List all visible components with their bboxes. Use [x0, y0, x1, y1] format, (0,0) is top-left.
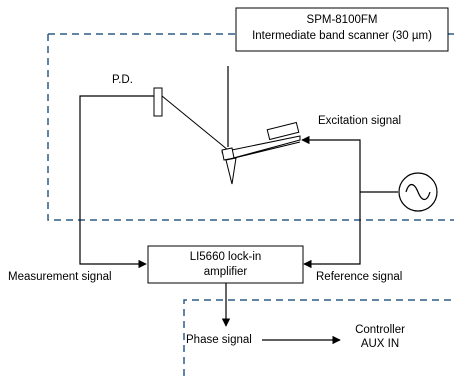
cantilever-assembly [221, 121, 301, 185]
reference-signal-label: Reference signal [316, 271, 403, 283]
sine-wave-source-icon [398, 172, 438, 212]
photodetector-label: P.D. [112, 74, 133, 86]
excitation-signal-path [301, 135, 361, 192]
reference-signal-path [303, 192, 361, 269]
measurement-signal-label: Measurement signal [8, 271, 112, 283]
scanner-box [235, 7, 449, 52]
controller-auxin-label: AUX IN [360, 338, 400, 350]
photodetector [153, 87, 163, 117]
lockin-box [147, 245, 304, 284]
controller-region-border [183, 299, 454, 376]
lockin-line1-label: LI5660 lock-in [189, 251, 262, 263]
measurement-signal-path [79, 95, 154, 269]
phase-signal-label: Phase signal [186, 334, 252, 346]
scanner-region-border [47, 33, 454, 221]
lockin-line2-label: amplifier [203, 266, 248, 278]
scanner-description-label: Intermediate band scanner (30 µm) [252, 30, 432, 42]
scanner-model-label: SPM-8100FM [306, 14, 378, 26]
excitation-signal-label: Excitation signal [318, 115, 402, 127]
laser-beam-reflected [161, 95, 229, 151]
controller-label: Controller [355, 324, 405, 336]
